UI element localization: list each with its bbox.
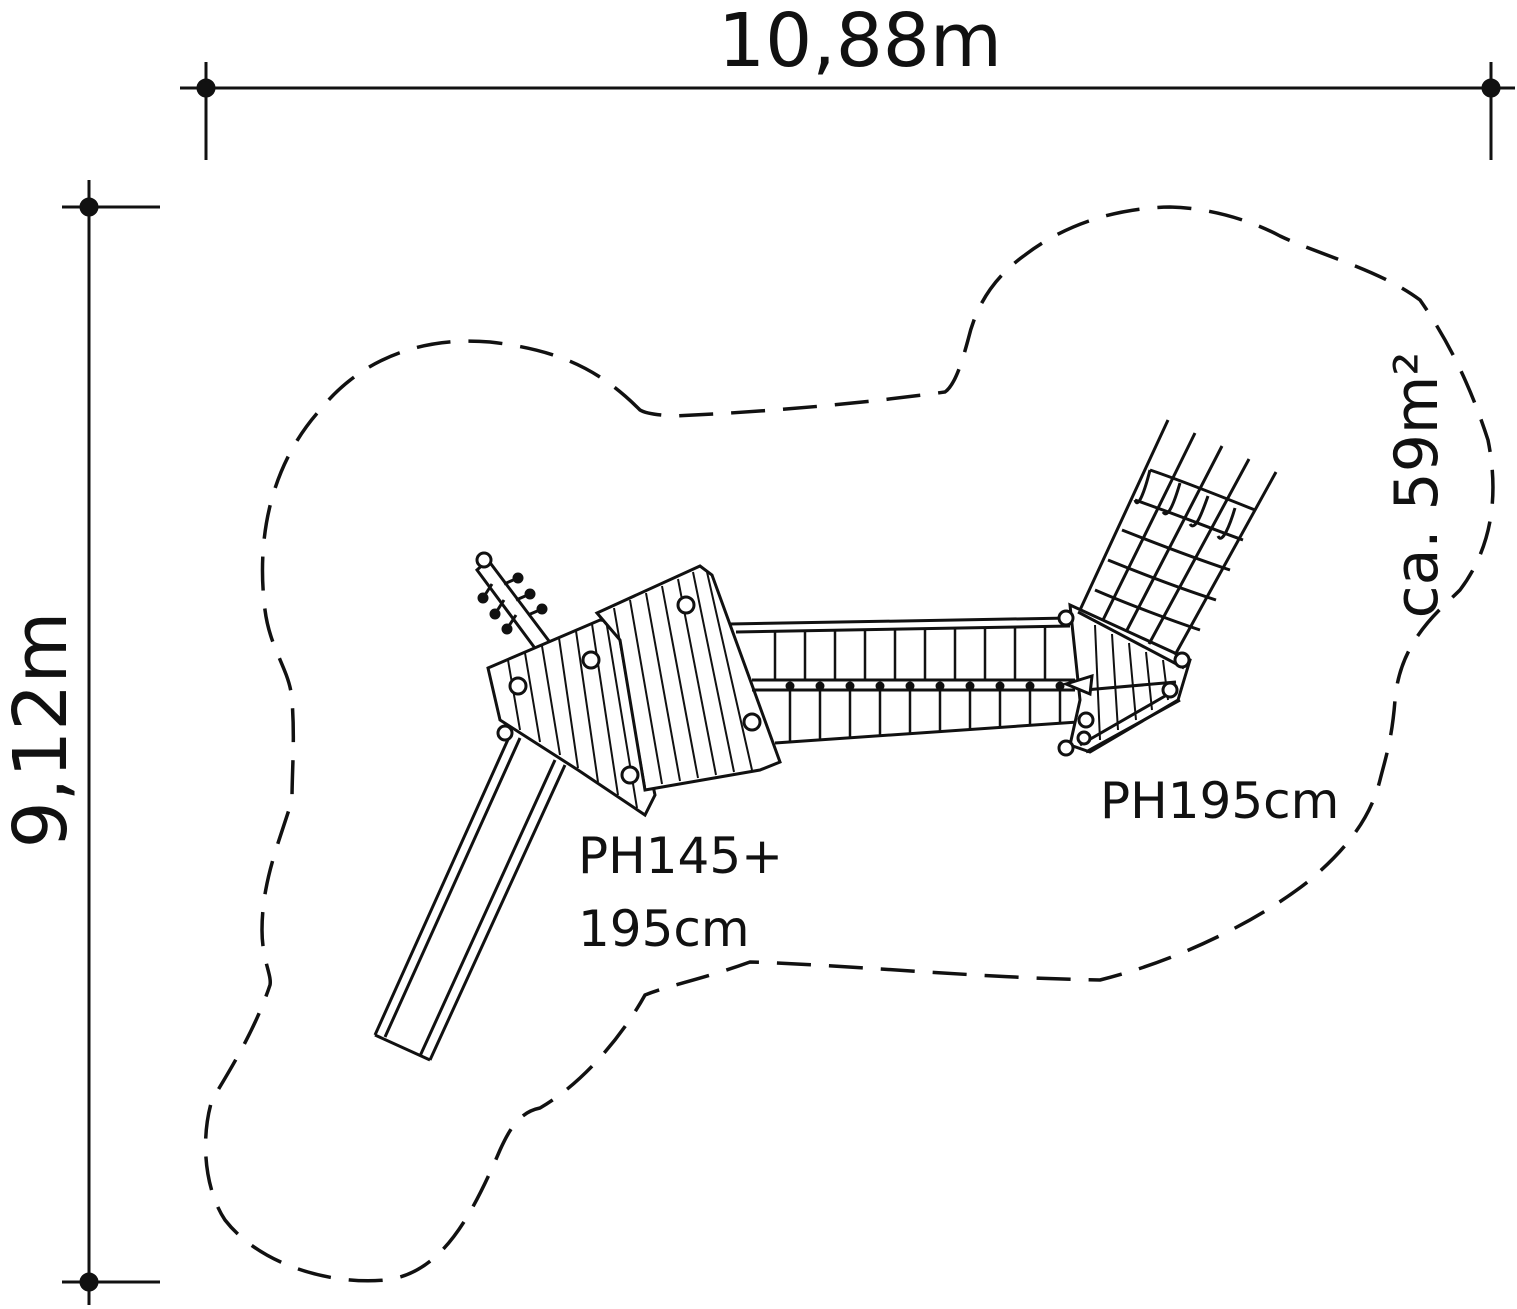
area-label: ca. 59m² bbox=[1382, 352, 1452, 619]
depth-label: 9,12m bbox=[0, 612, 84, 849]
width-dimension bbox=[180, 62, 1515, 160]
bridge bbox=[729, 616, 1079, 745]
left-tower-roof-lower bbox=[486, 618, 657, 818]
depth-dimension bbox=[62, 180, 160, 1305]
left-tower-height-line2: 195cm bbox=[578, 900, 750, 958]
right-tower bbox=[1057, 602, 1192, 757]
left-tower-roof-upper bbox=[594, 564, 782, 792]
left-tower-height-line1: PH145+ bbox=[578, 827, 783, 885]
right-tower-height: PH195cm bbox=[1100, 772, 1339, 830]
width-label: 10,88m bbox=[718, 0, 1002, 84]
climbing-net bbox=[1078, 419, 1278, 656]
safety-area-outline bbox=[203, 205, 1495, 1283]
climbing-pole bbox=[474, 551, 555, 658]
slide bbox=[373, 724, 567, 1062]
